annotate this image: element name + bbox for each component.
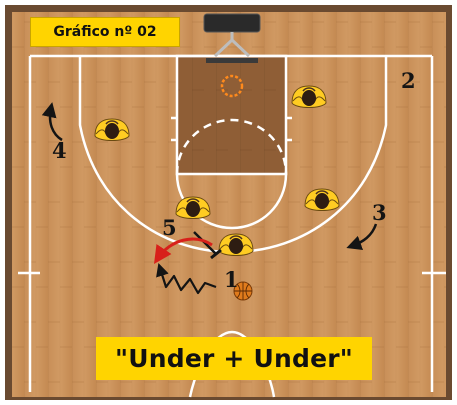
free-throw-circle-dashed: [175, 118, 288, 175]
player-number-3: 3: [372, 200, 387, 225]
defender-icon: [291, 85, 327, 109]
cut-arrow-icon: [346, 223, 378, 250]
player-number-1: 1: [224, 267, 239, 292]
defender-icon: [175, 196, 211, 220]
player-number-4: 4: [52, 138, 67, 163]
cut-arrow-icon: [41, 102, 63, 142]
roll-arrow-icon: [154, 237, 213, 264]
screen-line: [193, 231, 217, 255]
defender-icon: [94, 118, 130, 142]
player-number-5: 5: [162, 215, 177, 240]
defender-icon: [218, 233, 254, 257]
defender-icon: [304, 188, 340, 212]
player-number-2: 2: [401, 68, 416, 93]
basketball-icon: [233, 281, 253, 301]
dribble-arrow-icon: [156, 262, 217, 295]
paint-lane: [177, 56, 286, 174]
basket-hoop-icon: [203, 13, 261, 98]
play-title: "Under + Under": [96, 337, 372, 380]
chart-number-label: Gráfico nº 02: [30, 17, 180, 47]
